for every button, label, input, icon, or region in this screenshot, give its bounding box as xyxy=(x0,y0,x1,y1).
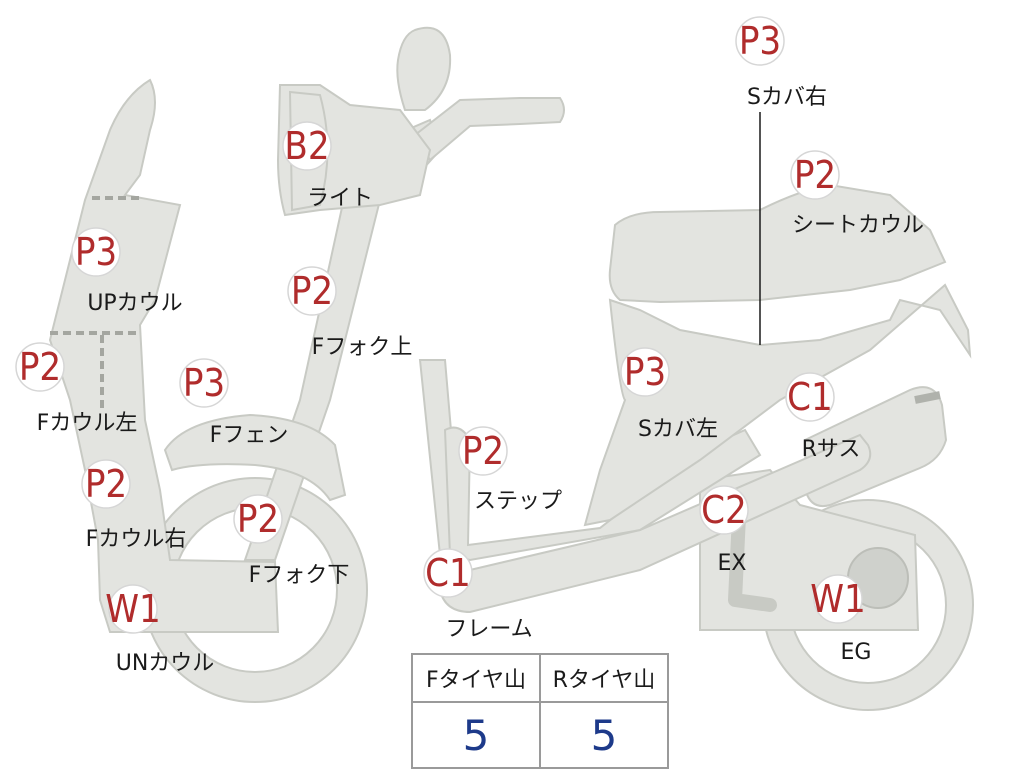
part-code: W1 xyxy=(810,577,866,621)
badge-circle xyxy=(71,227,121,277)
badge-circle xyxy=(179,358,229,408)
handlebar xyxy=(413,97,565,162)
part-code: P3 xyxy=(183,361,225,405)
badge-circle xyxy=(458,426,508,476)
badge-circle xyxy=(813,574,863,624)
part-label: Fカウル左 xyxy=(37,411,138,436)
badge-circle xyxy=(735,16,785,66)
part-label: UPカウル xyxy=(87,291,182,316)
part-code: P2 xyxy=(794,153,836,197)
badge-circle xyxy=(108,584,158,634)
part-label: フレーム xyxy=(445,617,532,642)
badge-circle xyxy=(282,121,332,171)
part-label: Fカウル右 xyxy=(86,527,187,552)
badge-circle xyxy=(423,548,473,598)
part-code: P3 xyxy=(624,350,666,394)
badge-circle xyxy=(699,485,749,535)
seat xyxy=(608,183,947,304)
part-code: P3 xyxy=(739,19,781,63)
badge-circle xyxy=(81,459,131,509)
part-label: EG xyxy=(841,640,872,665)
badge-circle xyxy=(287,266,337,316)
part-code: B2 xyxy=(284,124,329,168)
front-tire-value: 5 xyxy=(411,701,541,769)
front-tire-header: Fタイヤ山 xyxy=(411,653,541,703)
part-label: Sカバ左 xyxy=(638,417,718,442)
badge-circle xyxy=(785,372,835,422)
mirror xyxy=(396,26,452,111)
part-code: P3 xyxy=(75,230,117,274)
rear-body xyxy=(583,283,972,527)
part-code: P2 xyxy=(19,345,61,389)
badge-circle xyxy=(233,494,283,544)
part-code: W1 xyxy=(105,587,161,631)
front-fender xyxy=(163,413,347,502)
part-code: C1 xyxy=(787,375,833,419)
badge-circle xyxy=(790,150,840,200)
part-label: Fフォク下 xyxy=(249,563,350,588)
part-badge: B2 ライト xyxy=(282,121,373,211)
part-code: P2 xyxy=(291,269,333,313)
rear-tire-header: Rタイヤ山 xyxy=(539,653,669,703)
part-label: ステップ xyxy=(474,489,562,514)
badge-circle xyxy=(15,342,65,392)
part-label: Sカバ右 xyxy=(747,85,827,110)
cowl-seams xyxy=(50,196,140,410)
part-label: Fフォク上 xyxy=(312,335,413,360)
part-label: UNカウル xyxy=(116,651,215,676)
part-label: ライト xyxy=(307,186,373,211)
part-label: Rサス xyxy=(802,437,861,462)
part-label: シートカウル xyxy=(792,213,924,238)
part-badge: C1 フレーム xyxy=(423,548,533,642)
part-code: P2 xyxy=(237,497,279,541)
part-badge: P2 ステップ xyxy=(458,426,562,514)
tire-tread-table: Fタイヤ山 Rタイヤ山 5 5 xyxy=(411,653,669,769)
part-code: C2 xyxy=(701,488,747,532)
rear-tire-value: 5 xyxy=(539,701,669,769)
part-label: EX xyxy=(718,551,747,576)
part-code: P2 xyxy=(85,462,127,506)
part-badge: P2 シートカウル xyxy=(790,150,924,238)
part-code: C1 xyxy=(425,551,471,595)
badge-circle xyxy=(620,347,670,397)
part-label: Fフェン xyxy=(210,423,289,448)
part-code: P2 xyxy=(462,429,504,473)
